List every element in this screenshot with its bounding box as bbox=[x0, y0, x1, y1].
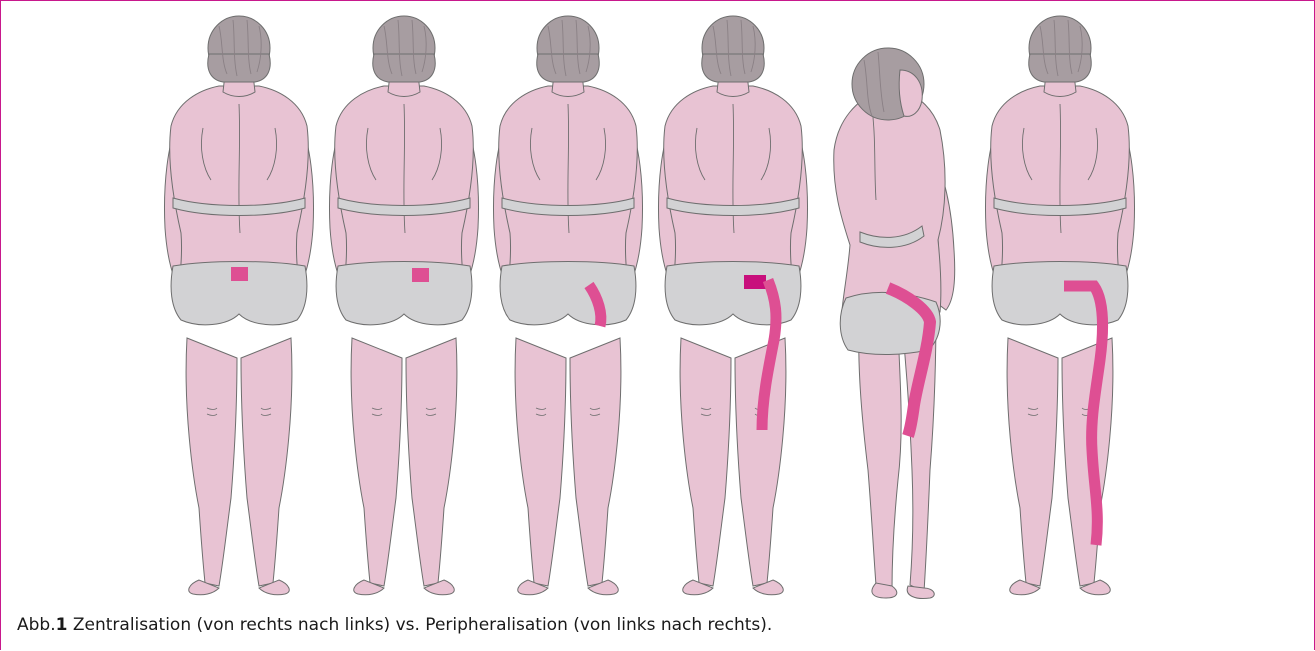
figure-stage-6 bbox=[986, 16, 1135, 595]
caption-text: Zentralisation (von rechts nach links) v… bbox=[67, 615, 772, 635]
caption-number: 1 bbox=[56, 615, 68, 635]
figure-stage-3 bbox=[494, 16, 643, 595]
figure-stage-1 bbox=[165, 16, 314, 595]
pain-marker-lowback bbox=[744, 275, 766, 289]
caption-prefix: Abb. bbox=[17, 615, 56, 635]
pain-marker-central bbox=[412, 268, 429, 282]
figure-stage-4 bbox=[659, 16, 808, 595]
pain-marker-central bbox=[231, 267, 248, 281]
figure-caption: Abb.1 Zentralisation (von rechts nach li… bbox=[17, 612, 1297, 638]
body-figures-illustration bbox=[0, 0, 1315, 605]
figure-stage-5-side bbox=[834, 48, 955, 599]
figure-stage-2 bbox=[330, 16, 479, 595]
